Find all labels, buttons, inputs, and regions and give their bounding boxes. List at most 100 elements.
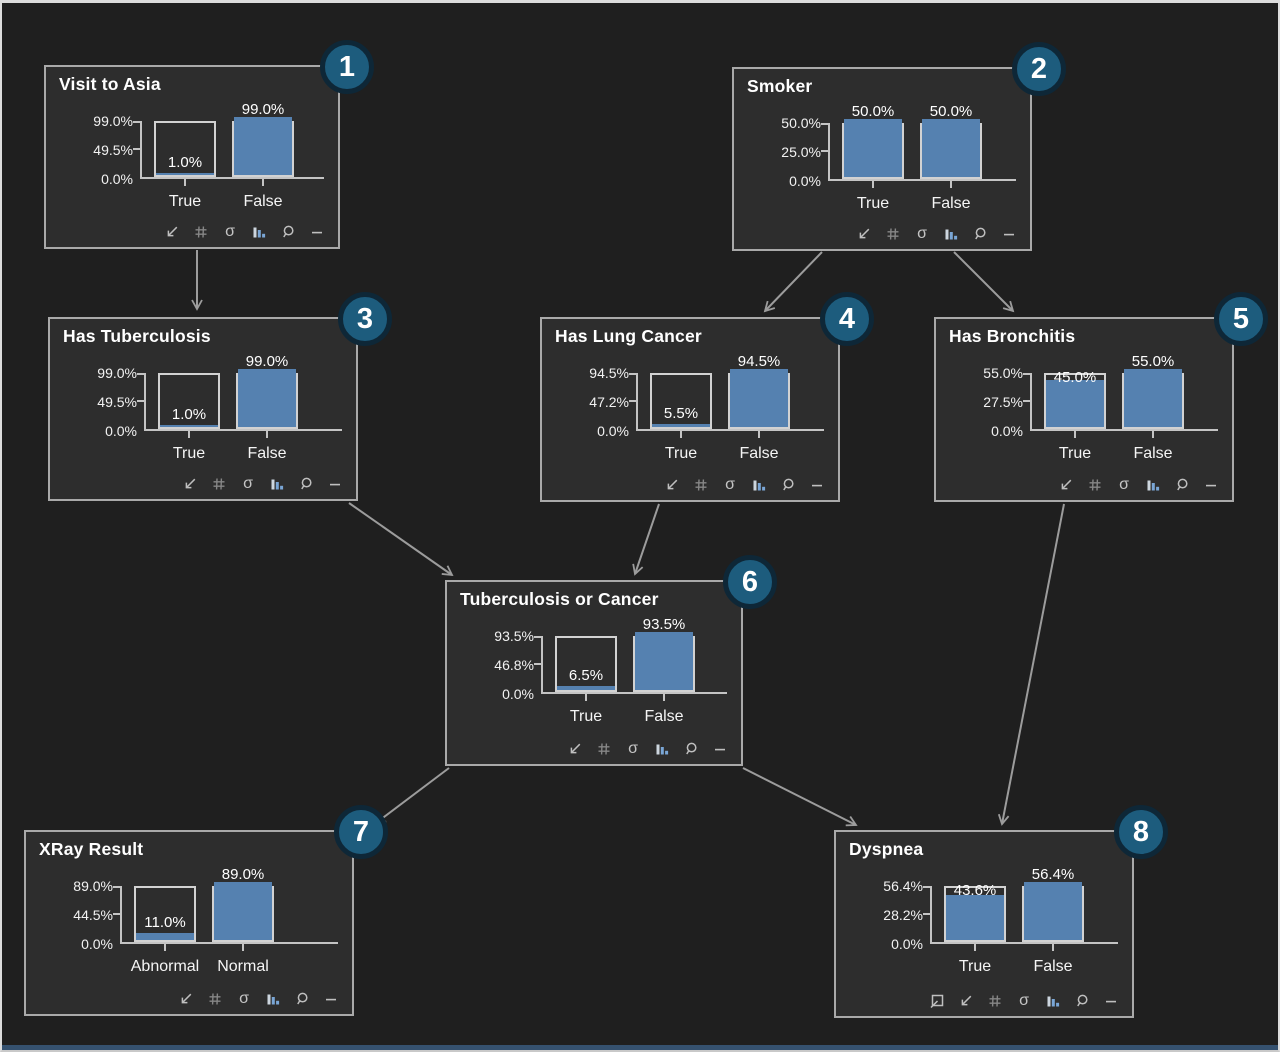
bar-chart-icon[interactable] [251, 224, 267, 240]
pan-arrow-icon[interactable] [182, 476, 198, 492]
plot-area: 1.0% True 99.0% False [137, 354, 342, 462]
node-probability-chart: 55.0% 27.5% 0.0% 45.0% True 55.0% [946, 354, 1218, 462]
grid-icon[interactable] [987, 993, 1003, 1009]
probability-bar[interactable]: 94.5% False [728, 354, 790, 462]
probability-bar[interactable]: 6.5% True [555, 636, 617, 725]
grid-icon[interactable] [1087, 477, 1103, 493]
bar-chart-icon[interactable] [1045, 993, 1061, 1009]
minimize-icon[interactable] [1001, 226, 1017, 242]
bar-category-label: Normal [217, 958, 269, 975]
mark-badge[interactable]: 1 [320, 40, 374, 94]
magnifier-icon[interactable] [972, 226, 988, 242]
node-toolbar: σ [664, 477, 825, 493]
mark-badge[interactable]: 8 [1114, 805, 1168, 859]
node-toolbar: σ [164, 224, 325, 240]
mark-badge[interactable]: 7 [334, 805, 388, 859]
sigma-icon[interactable]: σ [239, 990, 249, 1007]
y-axis-labels: 56.4% 28.2% 0.0% [846, 878, 930, 952]
grid-icon[interactable] [193, 224, 209, 240]
probability-bar[interactable]: 99.0% False [232, 102, 294, 210]
grid-icon[interactable] [211, 476, 227, 492]
bn-node[interactable]: Dyspnea 56.4% 28.2% 0.0% 43.6% True [834, 805, 1168, 1018]
bn-node[interactable]: Tuberculosis or Cancer 93.5% 46.8% 0.0% … [445, 555, 777, 766]
bn-node[interactable]: Has Bronchitis 55.0% 27.5% 0.0% 45.0% Tr… [934, 292, 1268, 502]
probability-bar[interactable]: 56.4% False [1022, 867, 1084, 975]
x-tick-mark [872, 181, 874, 188]
node-toolbar: σ [929, 993, 1119, 1009]
minimize-icon[interactable] [712, 741, 728, 757]
pan-arrow-icon[interactable] [856, 226, 872, 242]
mark-badge[interactable]: 2 [1012, 42, 1066, 96]
y-tick-label: 55.0% [983, 365, 1023, 381]
mark-badge[interactable]: 5 [1214, 292, 1268, 346]
bar-value-label: 6.5% [568, 666, 604, 684]
bar-chart-icon[interactable] [1145, 477, 1161, 493]
sigma-icon[interactable]: σ [1019, 992, 1029, 1009]
select-box-icon[interactable] [929, 993, 945, 1009]
grid-icon[interactable] [885, 226, 901, 242]
plot-area: 6.5% True 93.5% False [534, 617, 727, 725]
sigma-icon[interactable]: σ [628, 740, 638, 757]
y-axis-labels: 99.0% 49.5% 0.0% [60, 365, 144, 439]
grid-icon[interactable] [596, 741, 612, 757]
node-title: Tuberculosis or Cancer [460, 589, 659, 609]
magnifier-icon[interactable] [298, 476, 314, 492]
probability-bar[interactable]: 5.5% True [650, 373, 712, 462]
probability-bar[interactable]: 50.0% True [842, 104, 904, 212]
magnifier-icon[interactable] [280, 224, 296, 240]
pan-arrow-icon[interactable] [164, 224, 180, 240]
bn-node[interactable]: Smoker 50.0% 25.0% 0.0% 50.0% True [732, 42, 1066, 251]
probability-bar[interactable]: 55.0% False [1122, 354, 1184, 462]
sigma-icon[interactable]: σ [917, 225, 927, 242]
magnifier-icon[interactable] [1174, 477, 1190, 493]
probability-bar[interactable]: 93.5% False [633, 617, 695, 725]
pan-arrow-icon[interactable] [1058, 477, 1074, 493]
probability-bar[interactable]: 11.0% Abnormal [131, 886, 199, 975]
y-tick-label: 27.5% [983, 394, 1023, 410]
minimize-icon[interactable] [809, 477, 825, 493]
pan-arrow-icon[interactable] [958, 993, 974, 1009]
sigma-icon[interactable]: σ [243, 475, 253, 492]
probability-bar[interactable]: 89.0% Normal [212, 867, 274, 975]
pan-arrow-icon[interactable] [178, 991, 194, 1007]
bar-category-label: False [931, 195, 971, 212]
probability-bar[interactable]: 1.0% True [154, 121, 216, 210]
probability-bar[interactable]: 1.0% True [158, 373, 220, 462]
mark-badge[interactable]: 4 [820, 292, 874, 346]
probability-bar[interactable]: 43.6% True [944, 883, 1006, 975]
pan-arrow-icon[interactable] [664, 477, 680, 493]
magnifier-icon[interactable] [780, 477, 796, 493]
bn-node[interactable]: XRay Result 89.0% 44.5% 0.0% 11.0% Abnor… [24, 805, 388, 1016]
pan-arrow-icon[interactable] [567, 741, 583, 757]
mark-badge[interactable]: 6 [723, 555, 777, 609]
grid-icon[interactable] [207, 991, 223, 1007]
minimize-icon[interactable] [1103, 993, 1119, 1009]
magnifier-icon[interactable] [683, 741, 699, 757]
bn-node[interactable]: Visit to Asia 99.0% 49.5% 0.0% 1.0% True [44, 40, 374, 249]
minimize-icon[interactable] [327, 476, 343, 492]
bar-chart-icon[interactable] [654, 741, 670, 757]
mark-badge[interactable]: 3 [338, 292, 392, 346]
bar-chart-icon[interactable] [943, 226, 959, 242]
bar-category-label: True [664, 445, 698, 462]
probability-bar[interactable]: 45.0% True [1044, 370, 1106, 462]
bar-chart-icon[interactable] [269, 476, 285, 492]
minimize-icon[interactable] [323, 991, 339, 1007]
grid-icon[interactable] [693, 477, 709, 493]
bar-value-label: 99.0% [241, 101, 285, 118]
bar-chart-icon[interactable] [265, 991, 281, 1007]
bn-node[interactable]: Has Tuberculosis 99.0% 49.5% 0.0% 1.0% T… [48, 292, 392, 501]
probability-bar[interactable]: 99.0% False [236, 354, 298, 462]
bar-chart-icon[interactable] [751, 477, 767, 493]
sigma-icon[interactable]: σ [1119, 476, 1129, 493]
bn-node[interactable]: Has Lung Cancer 94.5% 47.2% 0.0% 5.5% Tr… [540, 292, 874, 502]
magnifier-icon[interactable] [294, 991, 310, 1007]
magnifier-icon[interactable] [1074, 993, 1090, 1009]
sigma-icon[interactable]: σ [725, 476, 735, 493]
sigma-icon[interactable]: σ [225, 223, 235, 240]
minimize-icon[interactable] [309, 224, 325, 240]
x-tick-mark [242, 944, 244, 951]
probability-bar[interactable]: 50.0% False [920, 104, 982, 212]
minimize-icon[interactable] [1203, 477, 1219, 493]
